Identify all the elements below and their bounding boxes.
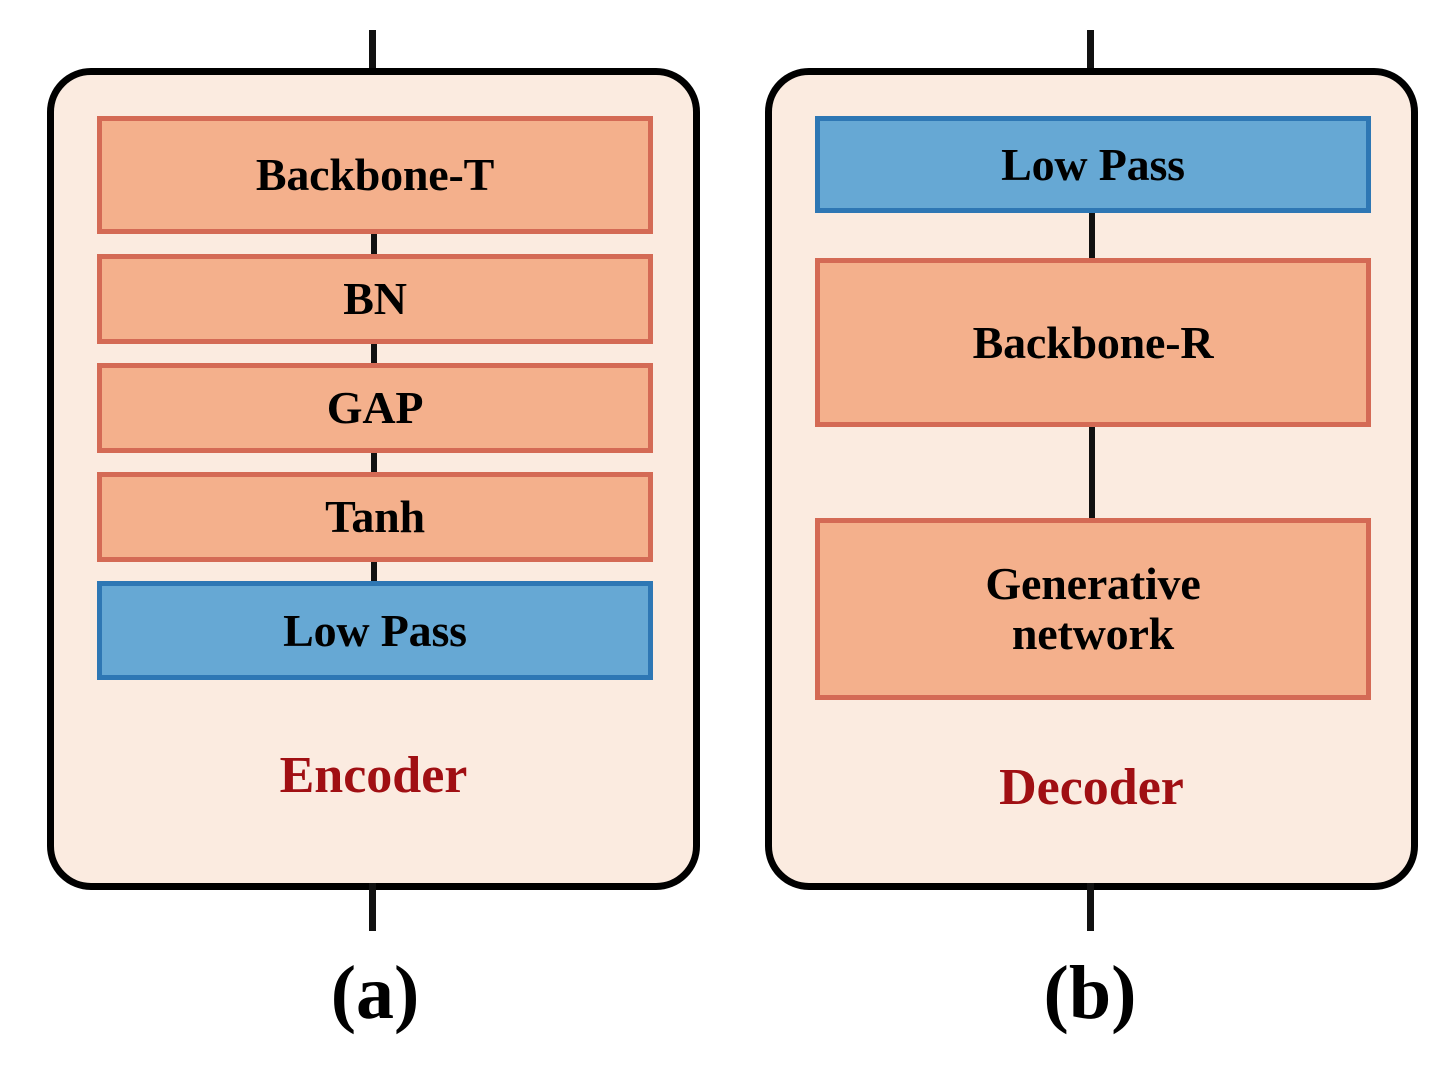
encoder-block-gap-label: GAP [326,382,424,434]
encoder-block-backbone-t[interactable]: Backbone-T [97,116,653,234]
decoder-block-backbone-r-label: Backbone-R [972,316,1214,368]
encoder-block-bn-label: BN [343,273,407,325]
decoder-block-low-pass[interactable]: Low Pass [815,116,1371,213]
encoder-block-bn[interactable]: BN [97,254,653,344]
encoder-block-low-pass-label: Low Pass [283,604,467,656]
decoder-wire-lowpass-backboner [1089,213,1095,258]
encoder-input-wire [369,30,376,75]
subcaption-a: (a) [330,951,420,1035]
decoder-role-label: Decoder [999,759,1184,816]
encoder-wire-tanh-lowpass [371,562,377,581]
encoder-block-tanh[interactable]: Tanh [97,472,653,562]
subcaption-b: (b) [1043,951,1137,1035]
decoder-input-wire [1087,30,1094,75]
encoder-wire-gap-tanh [371,453,377,472]
encoder-output-wire [369,883,376,931]
decoder-output-wire [1087,883,1094,931]
encoder-block-backbone-t-label: Backbone-T [255,149,495,201]
encoder-block-tanh-label: Tanh [325,491,425,543]
encoder-block-gap[interactable]: GAP [97,363,653,453]
decoder-block-backbone-r[interactable]: Backbone-R [815,258,1371,427]
encoder-wire-backbonet-bn [371,234,377,254]
encoder-role-label: Encoder [279,747,468,804]
panel-encoder: Backbone-T BN GAP Tanh Low Pass Encoder [47,30,700,931]
encoder-wire-bn-gap [371,344,377,363]
decoder-wire-backboner-generative [1089,427,1095,518]
decoder-block-low-pass-label: Low Pass [1001,138,1185,190]
encoder-block-low-pass[interactable]: Low Pass [97,581,653,680]
